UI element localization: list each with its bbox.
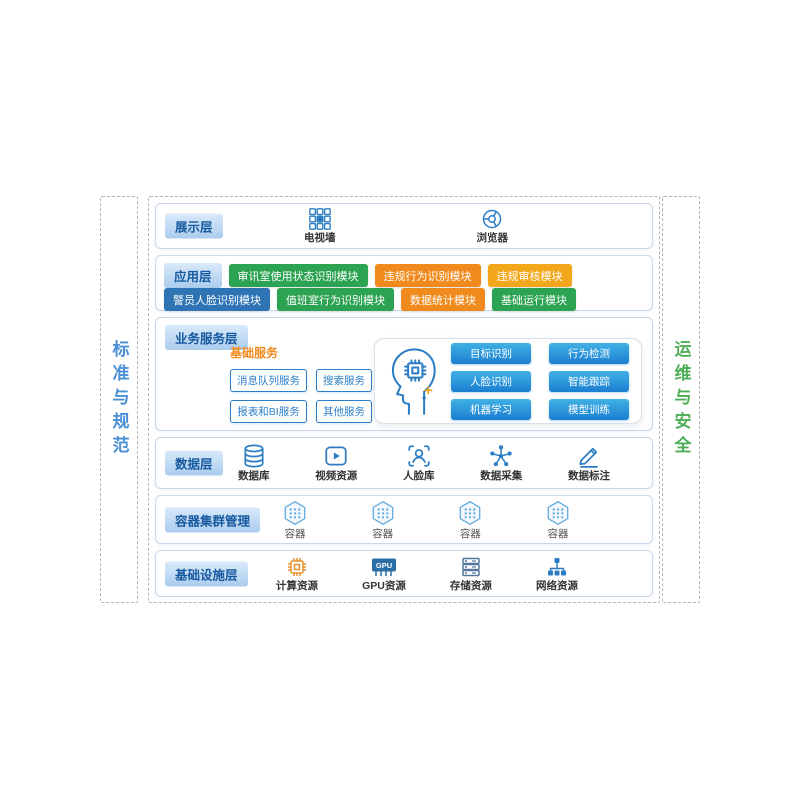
- container-label: 容器: [547, 527, 569, 540]
- layer-infrastructure: 基础设施层: [155, 550, 653, 597]
- pillar-operations-security-label: 运维与安全: [671, 339, 691, 460]
- network-icon: [545, 555, 569, 579]
- face-library-icon: [406, 443, 432, 469]
- module-chip: 基础运行模块: [492, 288, 576, 311]
- layer-application: 应用层 审讯室使用状态识别模块 违规行为识别模块 违规审核模块 警员人脸识别模块…: [155, 255, 653, 311]
- service-button: 消息队列服务: [230, 369, 307, 392]
- data-layer-tag: 数据层: [165, 450, 223, 476]
- ai-service-button: 目标识别: [451, 342, 531, 364]
- ai-service-button: 机器学习: [451, 398, 531, 420]
- basic-services-title: 基础服务: [230, 346, 279, 360]
- pillar-standards-label: 标准与规范: [109, 339, 129, 460]
- browser-icon: [480, 207, 504, 231]
- module-chip: 审讯室使用状态识别模块: [228, 264, 368, 287]
- network-resource-item: 网络资源: [536, 555, 578, 593]
- module-chip: 值班室行为识别模块: [277, 288, 394, 311]
- layer-business-services: 业务服务层 基础服务 消息队列服务 搜索服务 报表和BI服务 其他服务: [155, 317, 653, 431]
- presentation-items: 电视墙: [304, 204, 508, 248]
- container-label: 容器: [459, 527, 481, 540]
- pillar-standards: 标准与规范: [100, 196, 138, 603]
- container-hexagon-icon: [456, 499, 484, 527]
- ai-service-button: 行为检测: [549, 342, 629, 364]
- svg-text:GPU: GPU: [376, 561, 392, 570]
- ai-service-button: 人脸识别: [451, 370, 531, 392]
- business-layer-tag: 业务服务层: [165, 325, 248, 350]
- data-items: 数据库 视频资源: [238, 438, 610, 488]
- layer-data: 数据层: [155, 437, 653, 489]
- data-annotation-item: 数据标注: [568, 443, 610, 483]
- ai-services-panel: 目标识别 行为检测 人脸识别 智能跟踪 机器学习 模型训练: [374, 338, 642, 424]
- storage-icon: [459, 555, 483, 579]
- tv-wall-icon: [308, 207, 332, 231]
- face-library-item: 人脸库: [403, 443, 435, 483]
- infrastructure-layer-tag: 基础设施层: [165, 561, 248, 586]
- module-chip: 违规行为识别模块: [374, 264, 481, 287]
- container-hexagon-icon: [544, 499, 572, 527]
- container-hexagon-icon: [281, 499, 309, 527]
- application-modules: 应用层 审讯室使用状态识别模块 违规行为识别模块 违规审核模块 警员人脸识别模块…: [164, 263, 644, 311]
- application-modules-row-1: 应用层 审讯室使用状态识别模块 违规行为识别模块 违规审核模块: [164, 263, 644, 288]
- ai-service-button: 智能跟踪: [549, 370, 629, 392]
- service-button: 其他服务: [316, 400, 372, 423]
- ai-service-button: 模型训练: [549, 398, 629, 420]
- container-hexagon-icon: [369, 499, 397, 527]
- service-button: 搜索服务: [316, 369, 372, 392]
- service-button: 报表和BI服务: [230, 400, 307, 423]
- network-resource-label: 网络资源: [536, 579, 578, 592]
- container-items: 容器 容器: [281, 496, 572, 543]
- data-collection-icon: [488, 443, 514, 469]
- container-item: 容器: [369, 499, 397, 541]
- container-label: 容器: [284, 527, 306, 540]
- container-item: 容器: [281, 499, 309, 541]
- compute-resource-label: 计算资源: [276, 579, 318, 592]
- container-item: 容器: [456, 499, 484, 541]
- browser-item: 浏览器: [476, 207, 509, 245]
- data-annotation-label: 数据标注: [568, 470, 610, 483]
- basic-services-section: 基础服务 消息队列服务 搜索服务 报表和BI服务 其他服务: [230, 344, 372, 423]
- layer-container-cluster: 容器集群管理 容器: [155, 495, 653, 544]
- storage-resource-label: 存储资源: [449, 579, 492, 592]
- face-library-label: 人脸库: [403, 470, 435, 483]
- compute-resource-item: 计算资源: [276, 555, 318, 593]
- container-cluster-tag: 容器集群管理: [165, 507, 261, 532]
- layer-presentation: 展示层 电视墙: [155, 203, 653, 249]
- browser-label: 浏览器: [476, 232, 509, 245]
- data-annotation-icon: [576, 443, 602, 469]
- gpu-chip-icon: GPU: [369, 555, 399, 579]
- container-label: 容器: [372, 527, 394, 540]
- gpu-resource-label: GPU资源: [362, 579, 406, 592]
- video-icon: [323, 443, 349, 469]
- database-icon: [241, 443, 267, 469]
- tv-wall-label: 电视墙: [304, 232, 336, 245]
- storage-resource-item: 存储资源: [450, 555, 492, 593]
- basic-services-grid: 消息队列服务 搜索服务 报表和BI服务 其他服务: [230, 369, 372, 423]
- ai-services-grid: 目标识别 行为检测 人脸识别 智能跟踪 机器学习 模型训练: [451, 342, 629, 420]
- database-item: 数据库: [238, 443, 270, 483]
- video-resource-item: 视频资源: [315, 443, 357, 483]
- application-layer-tag: 应用层: [164, 263, 222, 288]
- container-item: 容器: [544, 499, 572, 541]
- architecture-diagram: 标准与规范 运维与安全 展示层: [100, 196, 700, 603]
- data-collection-label: 数据采集: [480, 470, 523, 483]
- application-modules-row-2: 警员人脸识别模块 值班室行为识别模块 数据统计模块 基础运行模块: [164, 288, 644, 311]
- presentation-layer-tag: 展示层: [165, 213, 223, 239]
- data-collection-item: 数据采集: [480, 443, 522, 483]
- module-chip: 违规审核模块: [487, 264, 572, 287]
- module-chip: 警员人脸识别模块: [164, 288, 270, 311]
- compute-chip-icon: [285, 555, 309, 579]
- layer-stack: 展示层 电视墙: [148, 196, 660, 603]
- module-chip: 数据统计模块: [401, 288, 485, 311]
- tv-wall-item: 电视墙: [304, 207, 336, 245]
- pillar-operations-security: 运维与安全: [662, 196, 700, 603]
- database-label: 数据库: [238, 470, 270, 483]
- infrastructure-items: 计算资源 GPU GPU资源: [276, 551, 578, 596]
- video-resource-label: 视频资源: [315, 470, 358, 483]
- ai-head-chip-icon: [387, 345, 441, 417]
- gpu-resource-item: GPU GPU资源: [362, 555, 406, 593]
